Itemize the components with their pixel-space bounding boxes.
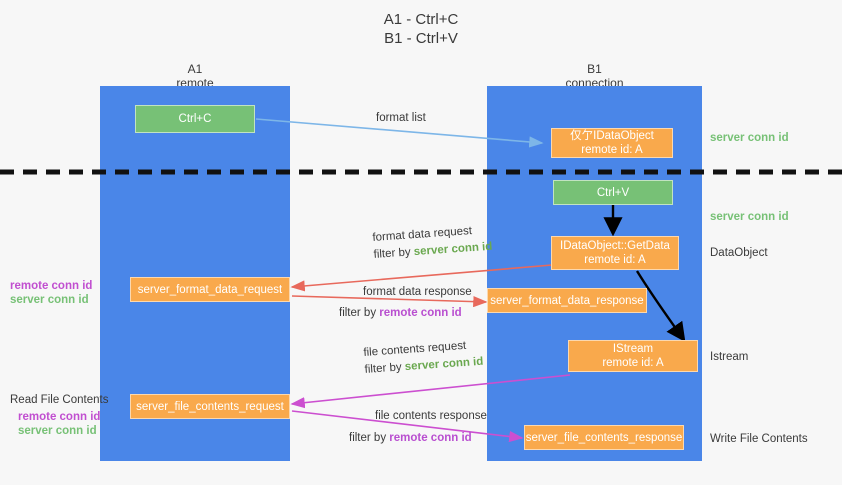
label-file-contents-response: file contents response	[375, 410, 487, 422]
label-group-format-data-request: format data request filter by server con…	[372, 223, 493, 262]
server-conn-id-inline-1: server conn id	[413, 240, 493, 259]
left-label-server-conn-id-1: server conn id	[10, 294, 89, 306]
label-format-data-response: format data response	[363, 286, 472, 298]
left-label-server-conn-id-2: server conn id	[18, 425, 97, 437]
filter-by-text-3: filter by	[364, 361, 406, 376]
box-server-file-contents-request[interactable]: server_file_contents_request	[130, 394, 290, 419]
box-server-format-data-response[interactable]: server_format_data_response	[487, 288, 647, 313]
server-conn-id-inline-2: server conn id	[404, 355, 484, 374]
label-filter-by-remote-conn-id-1: filter by remote conn id	[339, 306, 472, 320]
left-label-remote-conn-id-2: remote conn id	[18, 411, 101, 423]
label-format-list: format list	[376, 112, 426, 124]
right-label-server-conn-id-2: server conn id	[710, 211, 789, 223]
page-title: A1 - Ctrl+C B1 - Ctrl+V	[383, 11, 459, 47]
label-filter-by-remote-conn-id-2: filter by remote conn id	[349, 431, 487, 445]
box-ctrl-c[interactable]: Ctrl+C	[135, 105, 255, 133]
label-group-file-contents-response: file contents response filter by remote …	[349, 409, 487, 445]
filter-by-text-1: filter by	[373, 246, 415, 261]
filter-by-text-2: filter by	[339, 307, 380, 319]
left-label-remote-conn-id-1: remote conn id	[10, 280, 93, 292]
right-label-server-conn-id-1: server conn id	[710, 132, 789, 144]
box-idataobject-received[interactable]: 仅亇IDataObject remote id: A	[551, 128, 673, 158]
filter-by-text-4: filter by	[349, 432, 390, 444]
remote-conn-id-inline-2: remote conn id	[389, 432, 472, 444]
box-idataobject-getdata[interactable]: IDataObject::GetData remote id: A	[551, 236, 679, 270]
remote-conn-id-inline-1: remote conn id	[379, 307, 462, 319]
right-label-dataobject: DataObject	[710, 247, 768, 259]
right-label-istream: Istream	[710, 351, 749, 363]
box-istream[interactable]: IStream remote id: A	[568, 340, 698, 372]
right-label-write-file-contents: Write File Contents	[710, 433, 808, 445]
left-label-read-file-contents: Read File Contents	[10, 394, 109, 406]
box-server-file-contents-response[interactable]: server_file_contents_response	[524, 425, 684, 450]
box-ctrl-v[interactable]: Ctrl+V	[553, 180, 673, 205]
label-group-file-contents-request: file contents request filter by server c…	[363, 338, 484, 377]
label-group-format-data-response: format data response filter by remote co…	[339, 285, 472, 320]
box-server-format-data-request[interactable]: server_format_data_request	[130, 277, 290, 302]
